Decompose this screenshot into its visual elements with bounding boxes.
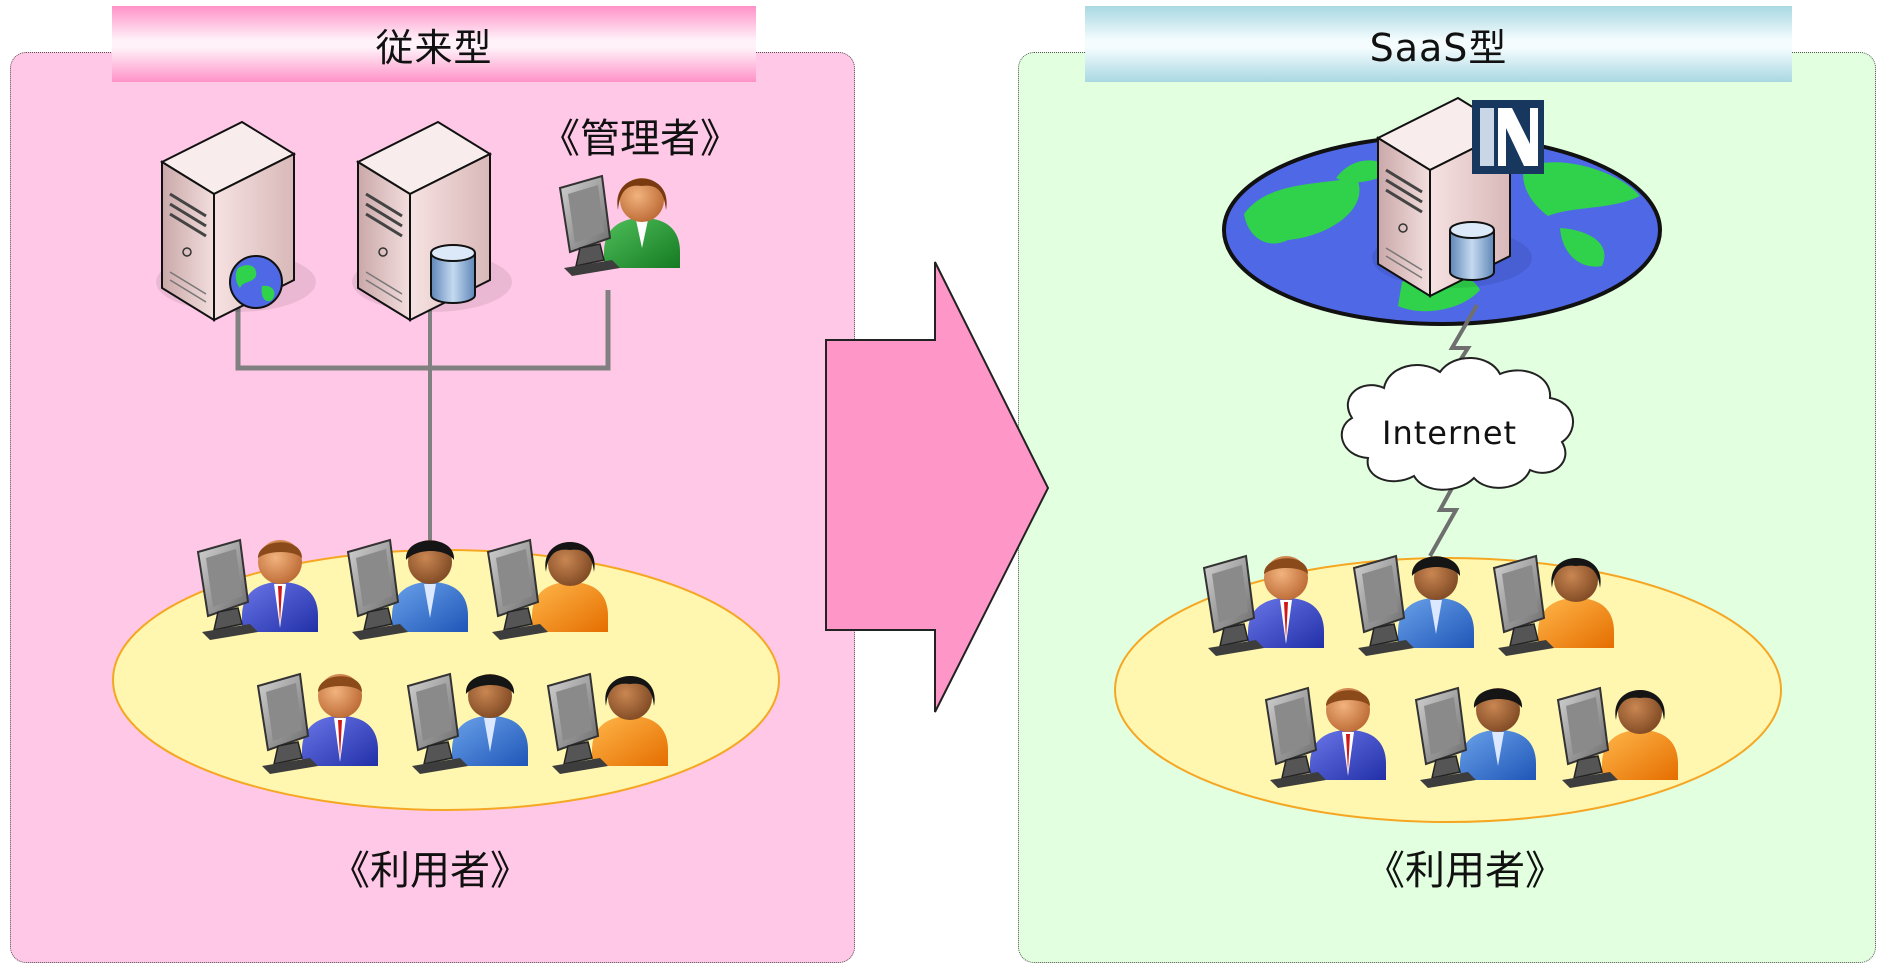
network-wires [235,285,611,545]
user-workstation-icon [348,540,468,640]
user-workstation-icon [1558,688,1678,788]
traditional-model-title: 従来型 [112,6,756,82]
user-workstation-icon [198,540,318,640]
user-workstation-icon [1416,688,1536,788]
user-workstation-icon [1354,556,1474,656]
admin-user-icon [560,176,680,276]
user-group-right [1114,556,1782,823]
admin-label: 《管理者》 [540,116,740,162]
user-workstation-icon [1204,556,1324,656]
database-icon [430,244,476,304]
cloud-icon [1340,357,1574,491]
users-label: 《利用者》 [1365,848,1565,894]
database-icon [1449,221,1495,281]
users-label: 《利用者》 [330,848,530,894]
vendor-logo-icon [1472,100,1544,174]
user-workstation-icon [488,540,608,640]
right-arrow-icon [825,261,1050,713]
saas-model-title: SaaS型 [1085,6,1792,82]
user-workstation-icon [408,674,528,774]
user-group-left [112,540,780,811]
globe-icon [229,255,283,309]
user-workstation-icon [548,674,668,774]
user-workstation-icon [1494,556,1614,656]
internet-label: Internet [1382,414,1518,452]
